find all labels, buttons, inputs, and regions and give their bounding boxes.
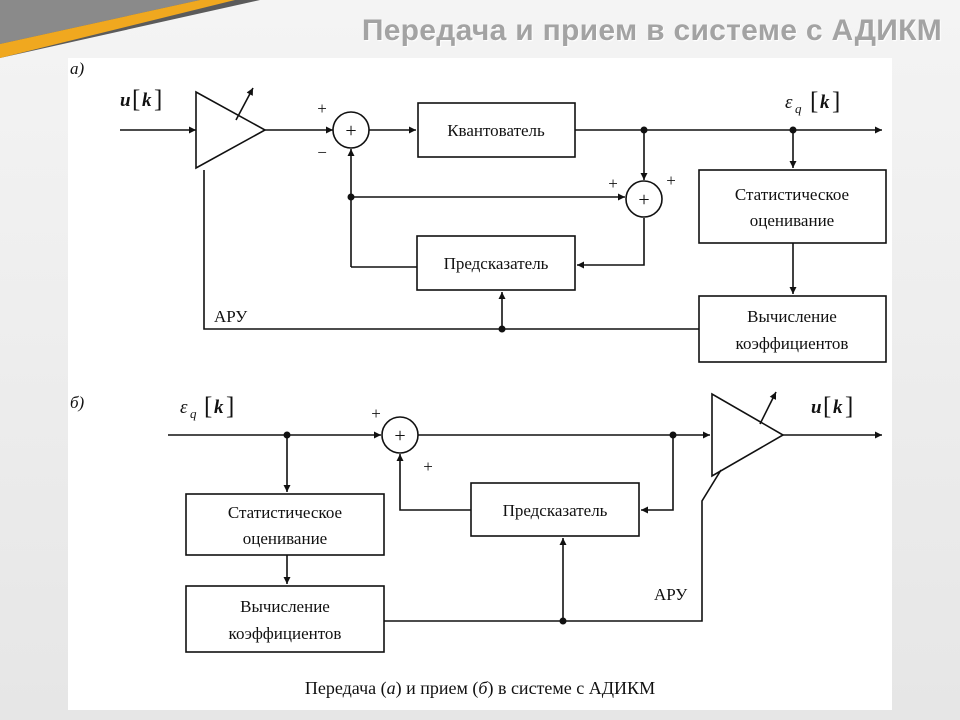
part-b-sum-sign-bottom: + <box>423 457 433 476</box>
part-b-coef-block <box>185 585 385 653</box>
part-b-adjustable-amplifier <box>711 392 785 478</box>
part-a-stat-line2: оценивание <box>750 211 834 230</box>
part-b-predictor-label: Предсказатель <box>503 501 608 520</box>
part-b: б) ε q [ k ] + + + u [ k ] Предск <box>70 391 882 653</box>
part-a-quantizer-label: Квантователь <box>447 121 545 140</box>
part-a-agc-line <box>203 170 699 330</box>
part-a-agc-label: АРУ <box>214 307 248 326</box>
part-b-output-label: u [ k ] <box>811 393 853 420</box>
part-a-sum2-sign-right: + <box>666 171 676 190</box>
part-b-sum-sign-top: + <box>371 404 381 423</box>
part-a-input-label: u [ k ] <box>120 86 162 113</box>
part-a-label: а) <box>70 59 85 78</box>
caption-suffix: ) в системе с АДИКМ <box>487 678 655 699</box>
part-b-output-var: u <box>811 397 822 418</box>
part-b-output-open-bracket: [ <box>823 393 831 420</box>
part-a-stat-line1: Статистическое <box>735 185 849 204</box>
part-a-sum2-sign-left: + <box>608 174 618 193</box>
part-b-input-open-bracket: [ <box>204 393 212 420</box>
part-b-coef-line2: коэффициентов <box>229 624 342 643</box>
part-a-input-open-bracket: [ <box>132 86 140 113</box>
part-b-input-label: ε q [ k ] <box>180 393 234 421</box>
caption-prefix: Передача ( <box>305 678 387 699</box>
part-a-input-index: k <box>142 90 152 111</box>
part-a-input-close-bracket: ] <box>154 86 162 113</box>
corner-accent-decoration <box>0 0 260 58</box>
figure-caption: Передача (а) и прием (б) в системе с АДИ… <box>305 678 655 699</box>
part-a-predictor-block <box>416 235 576 291</box>
part-b-stat-line2: оценивание <box>243 529 327 548</box>
part-a-output-index: k <box>820 92 830 113</box>
caption-middle: ) и прием ( <box>396 678 479 699</box>
part-a-output-close-bracket: ] <box>832 88 840 115</box>
part-a-output-open-bracket: [ <box>810 88 818 115</box>
part-b-coef-line1: Вычисление <box>240 597 330 616</box>
caption-a: а <box>387 678 396 698</box>
part-b-amplifier-adjust-arrow <box>759 391 777 425</box>
part-a-coef-line2: коэффициентов <box>736 334 849 353</box>
part-a-output-var: ε <box>785 92 793 113</box>
part-a-stat-block <box>698 169 887 244</box>
part-a-coef-line1: Вычисление <box>747 307 837 326</box>
part-a-sum2-to-predictor <box>577 218 645 269</box>
part-a-amplifier-adjust-arrow <box>235 87 254 121</box>
part-a-summator-2-symbol: + <box>638 189 649 211</box>
part-a-output-sub: q <box>795 101 802 116</box>
part-a-input-var: u <box>120 90 131 111</box>
part-b-agc-line <box>384 469 722 622</box>
part-a-sum1-sign-top: + <box>317 99 327 118</box>
part-a-predictor-label: Предсказатель <box>444 254 549 273</box>
part-a-quantizer-block <box>417 102 576 158</box>
part-b-predictor-to-sum <box>396 454 471 511</box>
part-b-agc-label: АРУ <box>654 585 688 604</box>
part-b-summator-symbol: + <box>394 425 405 447</box>
part-b-input-close-bracket: ] <box>226 393 234 420</box>
block-diagram: а) u [ k ] + + − Квантователь ε q [ <box>70 59 887 699</box>
slide-title: Передача и прием в системе с АДИКМ <box>361 14 942 47</box>
caption-b: б <box>478 678 488 698</box>
part-b-input-index: k <box>214 397 224 418</box>
part-a: а) u [ k ] + + − Квантователь ε q [ <box>70 59 887 363</box>
part-a-summator-1-symbol: + <box>345 120 356 142</box>
diagram-panel: а) u [ k ] + + − Квантователь ε q [ <box>68 58 892 710</box>
part-b-stat-block <box>185 493 385 556</box>
part-b-sum-out-to-predictor <box>641 435 674 514</box>
part-b-stat-line1: Статистическое <box>228 503 342 522</box>
part-a-output-label: ε q [ k ] <box>785 88 840 116</box>
part-b-input-var: ε <box>180 397 188 418</box>
part-a-summator-2 <box>625 180 663 218</box>
part-b-label: б) <box>70 393 85 412</box>
part-b-output-close-bracket: ] <box>845 393 853 420</box>
part-a-sum1-sign-bottom: − <box>317 143 327 162</box>
part-a-adjustable-amplifier <box>195 90 267 170</box>
part-b-input-sub: q <box>190 406 197 421</box>
part-b-output-index: k <box>833 397 843 418</box>
part-b-predictor-block <box>470 482 640 537</box>
